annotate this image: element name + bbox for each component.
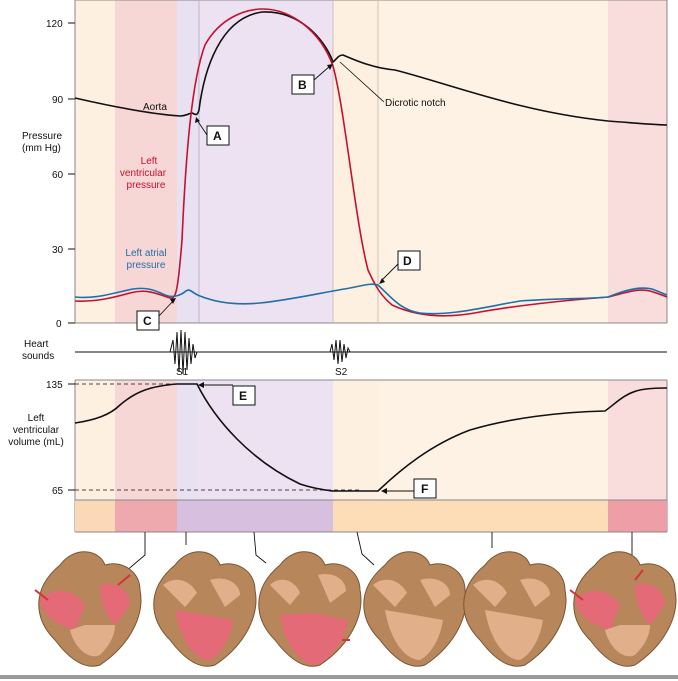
lv-label-line1: Left [141, 156, 158, 167]
callout-b-letter: B [298, 78, 307, 92]
lv-pressure-curve [74, 8, 668, 317]
callout-e-letter: E [239, 389, 247, 403]
phase-bands-pressure [74, 0, 668, 324]
aorta-label: Aorta [143, 102, 167, 113]
pressure-axis-label: Pressure [22, 131, 62, 142]
heart-illustration-4 [363, 551, 467, 667]
pressure-y-axis: 120 90 60 30 0 Pressure (mm Hg) [22, 19, 75, 330]
y-tick-90: 90 [52, 95, 64, 106]
pressure-curves [74, 8, 668, 317]
volume-axis-line3: volume (mL) [8, 437, 64, 448]
pressure-axis-unit: (mm Hg) [22, 143, 61, 154]
lv-volume-curve [74, 383, 668, 492]
heart-sounds-label-line1: Heart [24, 339, 49, 350]
s1-label: S1 [176, 367, 189, 378]
callout-e: E [198, 382, 256, 406]
phase-bands-volume [74, 379, 668, 533]
callout-a: A [195, 117, 230, 146]
callout-d-letter: D [403, 254, 412, 268]
heart-sounds-label-line2: sounds [22, 351, 54, 362]
s2-label: S2 [335, 367, 348, 378]
heart-illustration-2 [153, 551, 257, 667]
y-tick-60: 60 [52, 170, 64, 181]
callout-f: F [381, 478, 437, 499]
y-tick-120: 120 [46, 19, 63, 30]
heart-illustration-6 [569, 551, 677, 667]
lv-label-line3: pressure [127, 180, 166, 191]
la-label-line1: Left atrial [125, 248, 166, 259]
y-tick-0: 0 [56, 319, 62, 330]
callout-f-letter: F [421, 482, 428, 496]
callout-a-letter: A [213, 129, 222, 143]
volume-axis-line2: ventricular [13, 425, 60, 436]
y-tick-65: 65 [52, 486, 64, 497]
heart-illustration-3 [258, 551, 362, 667]
heart-sounds-track: Heart sounds S1 S2 [22, 329, 667, 378]
callout-b: B [291, 64, 333, 95]
s1-waveform [169, 329, 198, 375]
y-tick-135: 135 [46, 380, 63, 391]
la-pressure-curve [74, 283, 668, 315]
dicrotic-notch-label: Dicrotic notch [385, 98, 446, 109]
heart-illustration-5 [463, 551, 567, 667]
heart-illustration-1 [34, 551, 142, 667]
volume-axis-line1: Left [28, 413, 45, 424]
callout-c: C [136, 298, 176, 331]
heart-row [34, 551, 677, 667]
la-label-line2: pressure [127, 260, 166, 271]
lv-label-line2: ventricular [120, 168, 167, 179]
y-tick-30: 30 [52, 245, 64, 256]
callout-c-letter: C [143, 314, 152, 328]
callout-d: D [379, 250, 421, 284]
s2-waveform [329, 339, 351, 365]
